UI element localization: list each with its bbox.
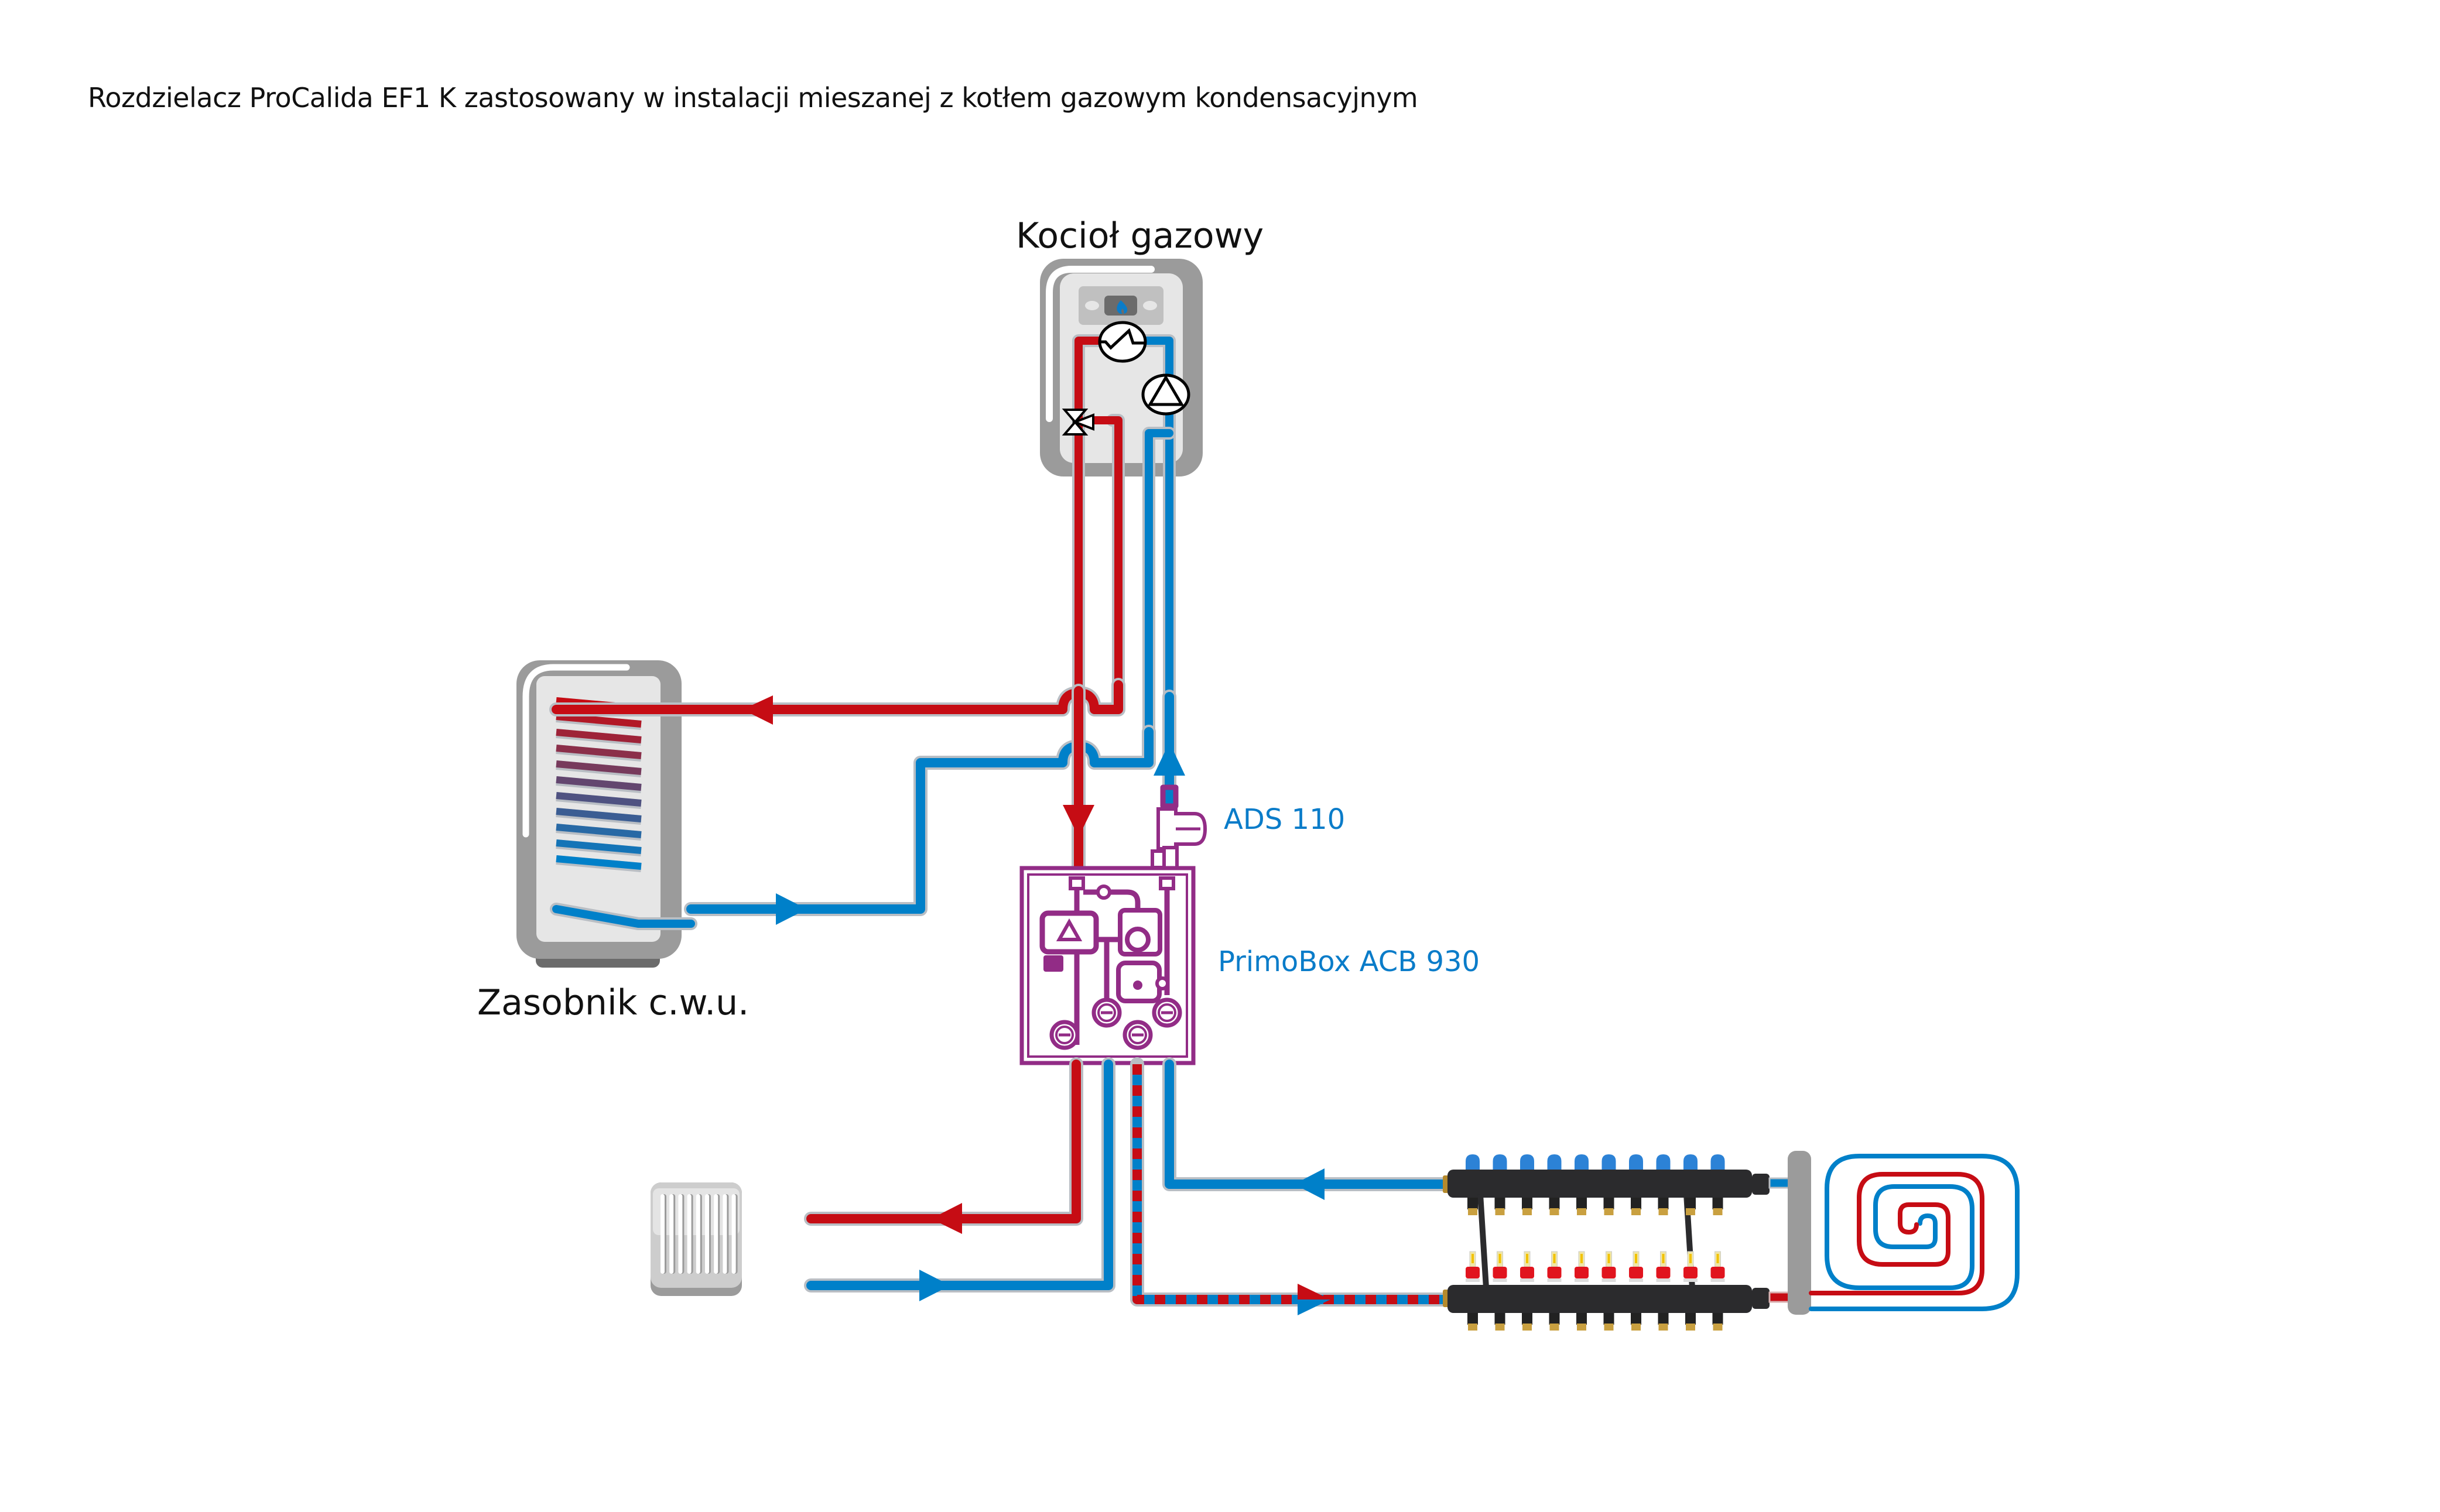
heating-circuit-pipes — [804, 1057, 1450, 1315]
return-valve-cap — [1575, 1154, 1589, 1170]
flow-meter-cap — [1629, 1267, 1643, 1278]
flow-arrow-cold-up — [1154, 742, 1185, 776]
return-valve-cap — [1710, 1154, 1725, 1170]
coil-turn — [556, 792, 642, 807]
coil-turn — [556, 729, 642, 743]
ads-label: ADS 110 — [1224, 803, 1346, 836]
tank-label: Zasobnik c.w.u. — [477, 982, 750, 1023]
flow-meter-cap — [1466, 1267, 1480, 1278]
radiator-fin — [678, 1194, 683, 1274]
diagram-title: Rozdzielacz ProCalida EF1 K zastosowany … — [88, 82, 1418, 114]
coil-turn — [556, 776, 642, 791]
coil-turn — [556, 855, 642, 870]
boiler-label: Kocioł gazowy — [1016, 215, 1264, 256]
heat-exchanger-icon — [1098, 321, 1147, 363]
manifold-procalida-ef1k — [1443, 1154, 1797, 1331]
floor-heating-loop — [1788, 1151, 2020, 1315]
boiler — [1040, 259, 1203, 744]
radiator-fin — [705, 1194, 709, 1274]
radiator-fin — [723, 1194, 727, 1274]
coil-turn — [556, 760, 642, 775]
primobox-acb930 — [1019, 866, 1196, 1065]
flow-arrow-floor-return — [1294, 1168, 1325, 1200]
return-valve-cap — [1629, 1154, 1643, 1170]
flow-arrow-floor-supply-hot — [1298, 1284, 1330, 1300]
flow-arrow-hot-to-tank — [742, 695, 773, 725]
flow-meter-cap — [1493, 1267, 1507, 1278]
coil-turn — [556, 839, 642, 854]
radiator-fin — [696, 1194, 700, 1274]
return-valve-cap — [1493, 1154, 1507, 1170]
coil-turn — [556, 824, 642, 838]
flow-arrow-radiator-supply — [931, 1203, 962, 1234]
flow-arrow-radiator-return — [919, 1270, 950, 1301]
radiator-fin — [669, 1194, 674, 1274]
return-valve-cap — [1466, 1154, 1480, 1170]
flow-meter-cap — [1575, 1267, 1589, 1278]
coil-turn — [556, 808, 642, 822]
flow-arrow-hot-down — [1063, 805, 1094, 837]
return-valve-cap — [1520, 1154, 1534, 1170]
hot-water-tank — [516, 660, 682, 968]
radiator-fin — [714, 1194, 718, 1274]
return-valve-cap — [1547, 1154, 1562, 1170]
air-separator-ads110 — [1151, 784, 1207, 875]
flame-icon — [1117, 300, 1128, 314]
flow-arrow-floor-supply — [1298, 1300, 1330, 1315]
flow-meter-cap — [1656, 1267, 1671, 1278]
flow-meter-cap — [1710, 1267, 1725, 1278]
return-valve-cap — [1683, 1154, 1698, 1170]
three-way-valve-icon — [1062, 409, 1094, 436]
coil-turn — [556, 713, 642, 728]
radiator-fin — [731, 1194, 736, 1274]
radiator-fin — [661, 1194, 665, 1274]
coil-turn — [556, 745, 642, 759]
return-valve-cap — [1656, 1154, 1671, 1170]
return-valve-cap — [1601, 1154, 1616, 1170]
radiator-fin — [687, 1194, 692, 1274]
flow-meter-cap — [1547, 1267, 1562, 1278]
primobox-label: PrimoBox ACB 930 — [1218, 945, 1480, 978]
flow-meter-cap — [1601, 1267, 1616, 1278]
flow-arrow-cold-from-tank — [776, 893, 807, 925]
flow-meter-cap — [1520, 1267, 1534, 1278]
radiator — [651, 1182, 742, 1296]
flow-meter-cap — [1683, 1267, 1698, 1278]
pump-icon — [1141, 373, 1190, 416]
